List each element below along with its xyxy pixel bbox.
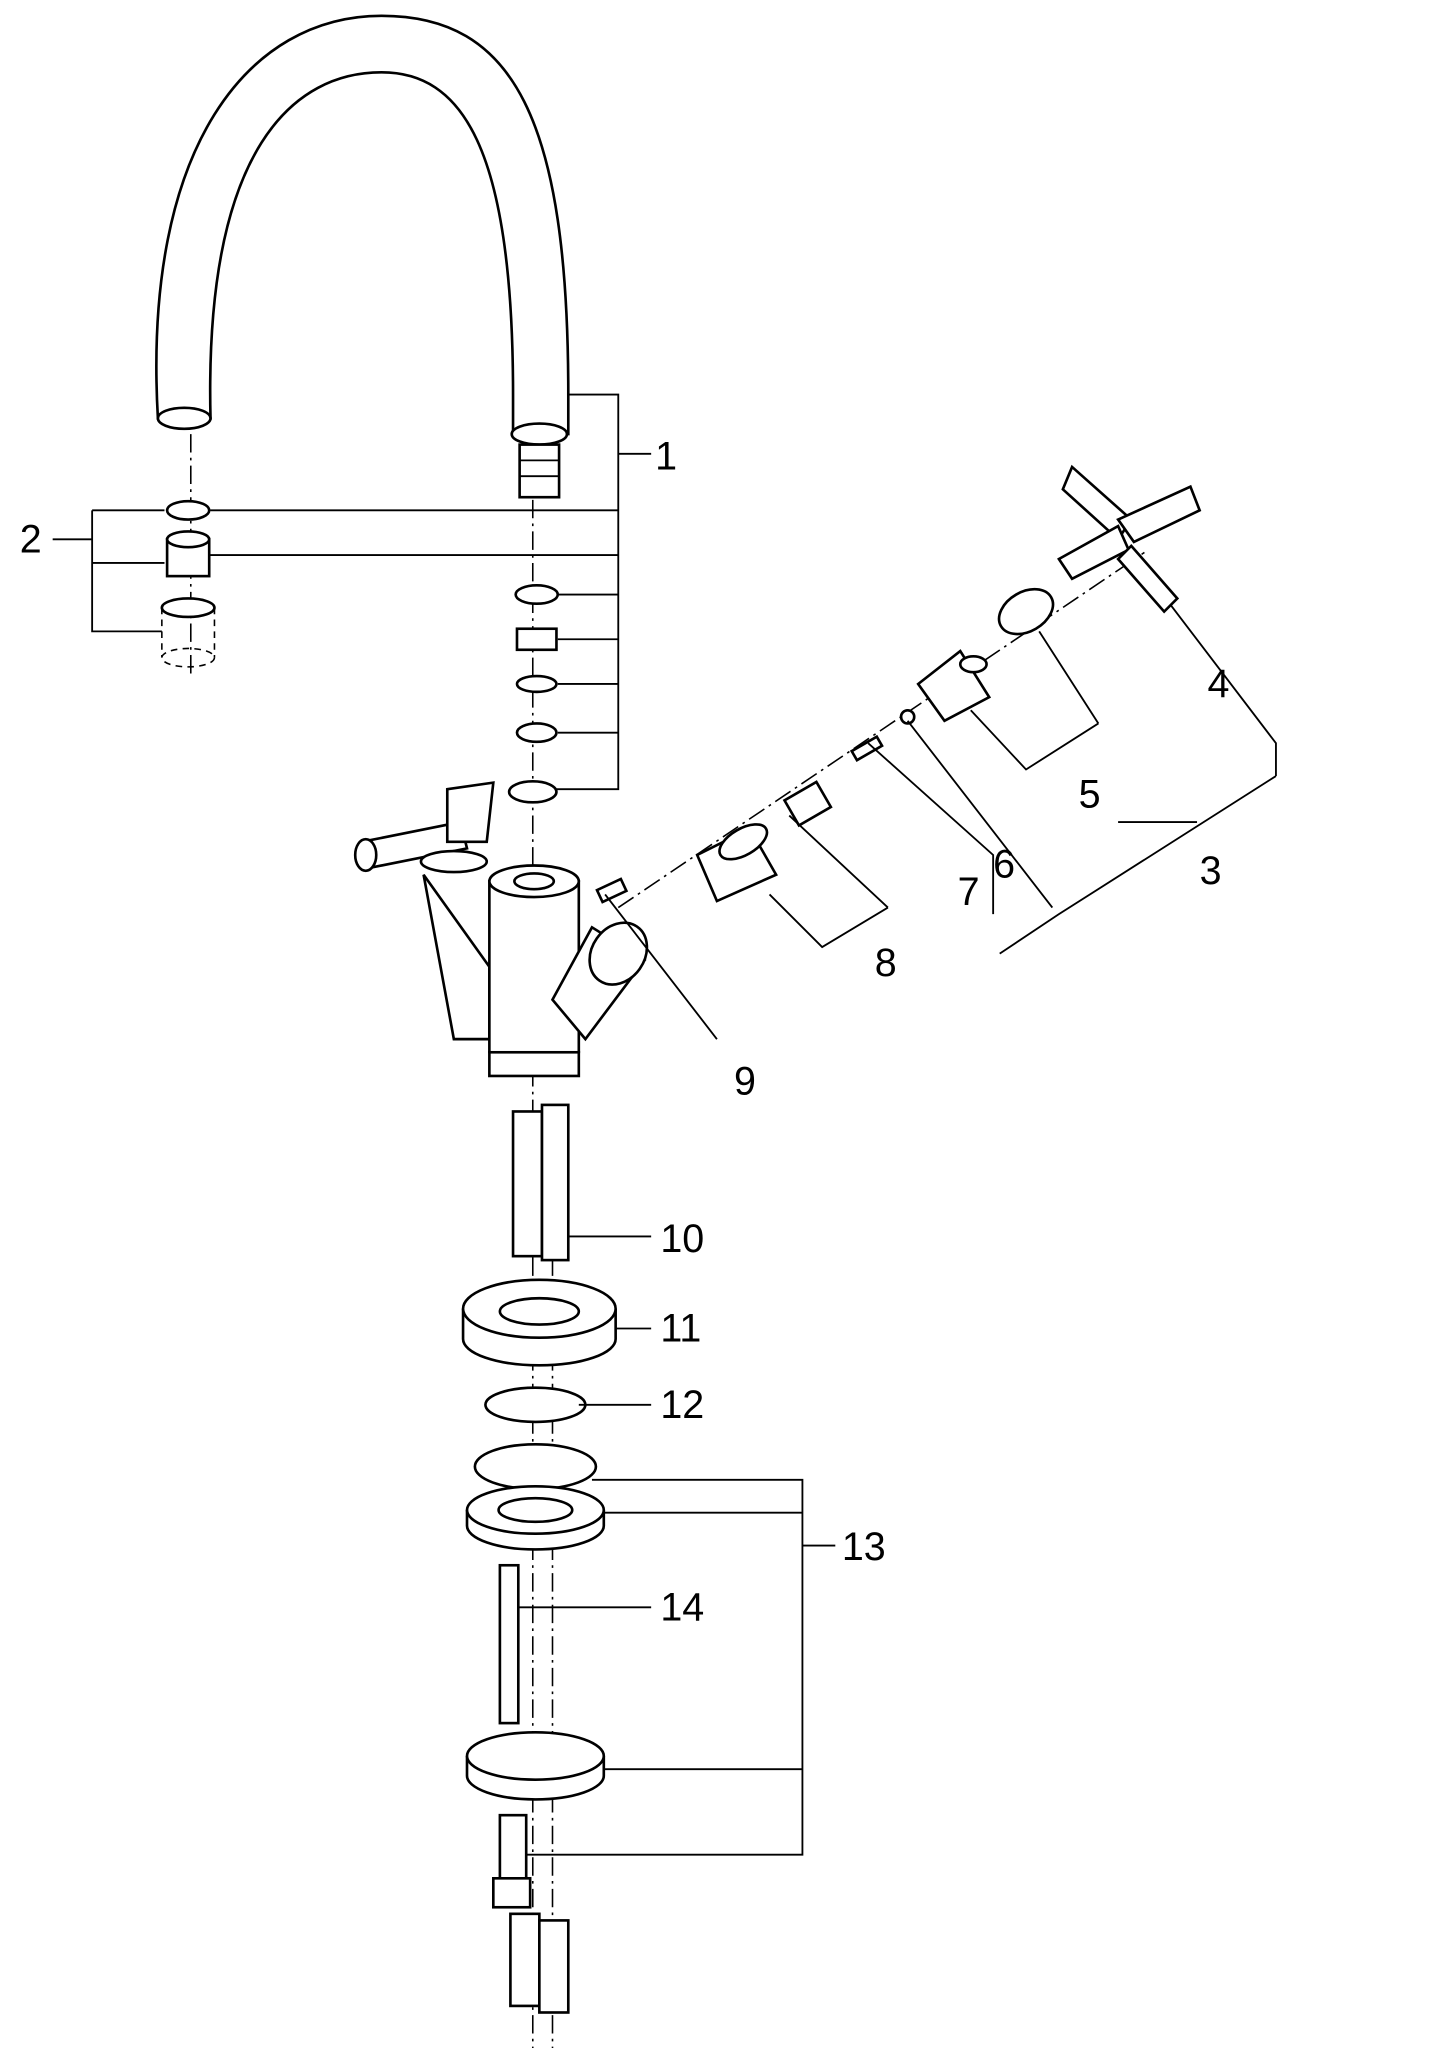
handle-adapter: [916, 649, 992, 723]
label-8: 8: [875, 941, 897, 985]
supply-hoses: [511, 1103, 570, 1262]
label-3: 3: [1200, 849, 1222, 893]
label-10: 10: [660, 1217, 704, 1261]
label-14: 14: [660, 1586, 704, 1630]
base-ring: [461, 1278, 617, 1367]
label-7: 7: [958, 870, 980, 914]
cover-ring: [997, 587, 1055, 636]
label-13: 13: [842, 1525, 886, 1569]
label-9: 9: [734, 1059, 756, 1103]
o-ring: [484, 1386, 587, 1424]
set-screw: [595, 877, 629, 904]
clip: [899, 708, 916, 725]
label-6: 6: [993, 842, 1015, 886]
leader-lines: [52, 393, 1277, 1856]
cross-handle: [1057, 464, 1202, 614]
label-2: 2: [20, 517, 42, 561]
spout-seal-rings: [507, 584, 560, 804]
cartridge: [695, 780, 833, 903]
screw: [849, 734, 884, 763]
aerator-parts: [160, 499, 216, 668]
part-labels: 1 2 3 4 5 6 7 8 9 10 11 12 13 14: [20, 435, 1230, 1630]
label-5: 5: [1079, 773, 1101, 817]
label-4: 4: [1208, 662, 1230, 706]
spout: [155, 14, 570, 499]
label-1: 1: [655, 435, 677, 479]
label-11: 11: [660, 1307, 701, 1351]
mounting-set: [465, 1442, 606, 2014]
label-12: 12: [660, 1383, 704, 1427]
faucet-body: [353, 781, 649, 1078]
